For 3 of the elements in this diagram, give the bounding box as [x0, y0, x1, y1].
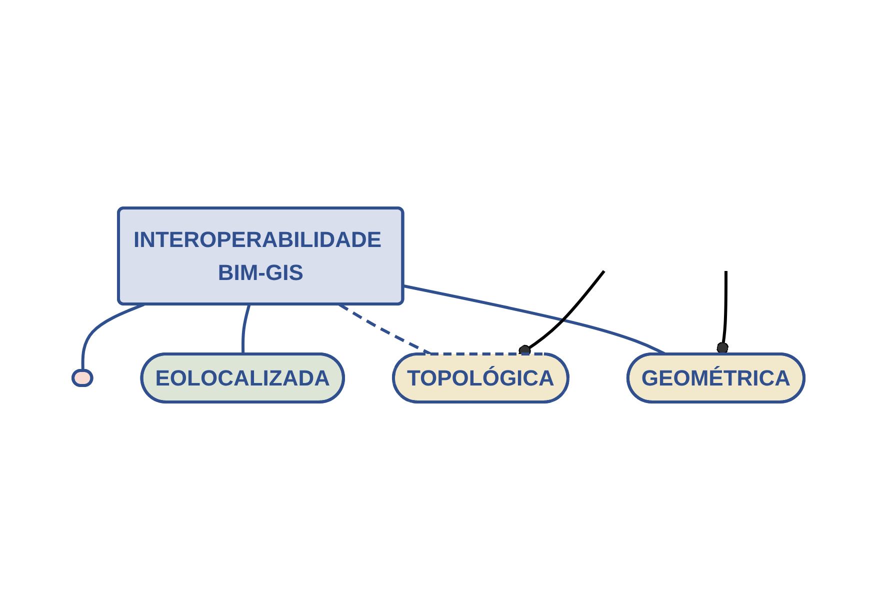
connector	[81, 303, 144, 371]
connector	[241, 304, 251, 355]
connector	[716, 271, 729, 355]
